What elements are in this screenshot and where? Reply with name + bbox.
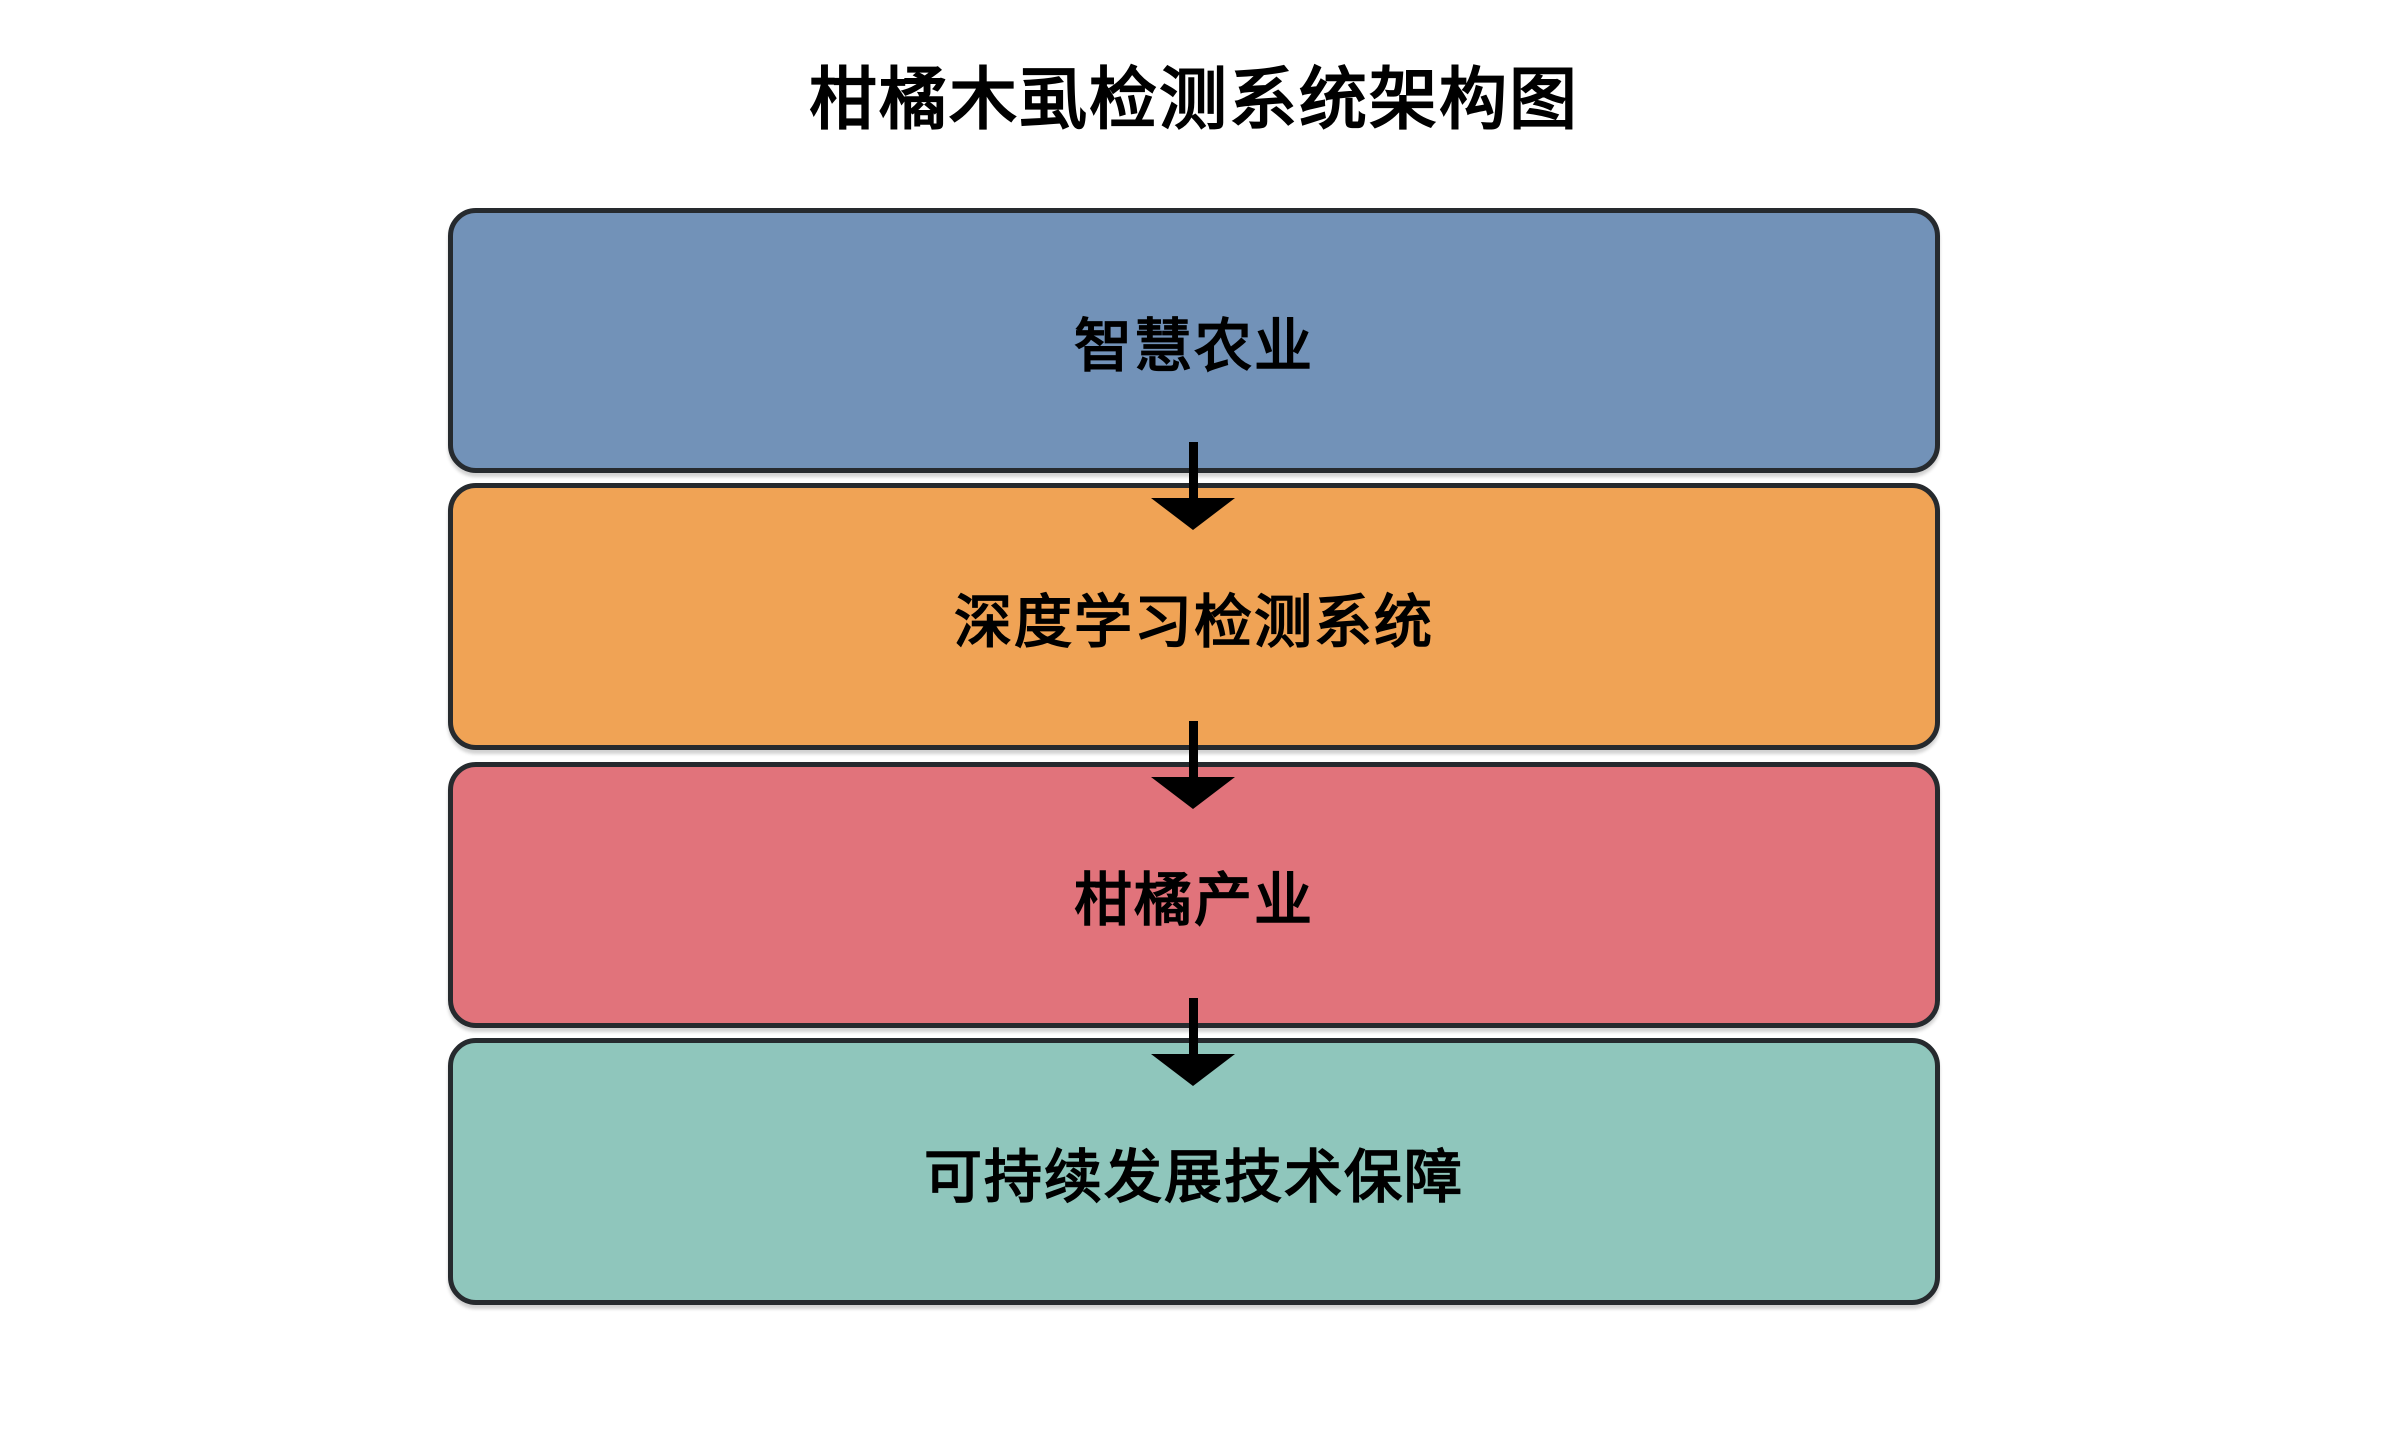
down-arrow-icon xyxy=(1151,442,1235,530)
down-arrow-icon xyxy=(1151,998,1235,1086)
node-label-smart-agriculture: 智慧农业 xyxy=(1073,313,1314,379)
node-label-citrus-industry: 柑橘产业 xyxy=(1073,868,1314,933)
arrow-stem xyxy=(1189,442,1198,500)
node-label-sustainable-development-support: 可持续发展技术保障 xyxy=(923,1144,1464,1210)
node-smart-agriculture: 智慧农业 xyxy=(448,208,1940,473)
node-label-deep-learning-detection-system: 深度学习检测系统 xyxy=(953,589,1434,655)
arrow-head xyxy=(1151,777,1235,809)
arrow-stem xyxy=(1189,721,1198,779)
arrow-stem xyxy=(1189,998,1198,1056)
arrow-head xyxy=(1151,1054,1235,1086)
diagram-title: 柑橘木虱检测系统架构图 xyxy=(808,62,1579,138)
down-arrow-icon xyxy=(1151,721,1235,809)
arrow-head xyxy=(1151,498,1235,530)
